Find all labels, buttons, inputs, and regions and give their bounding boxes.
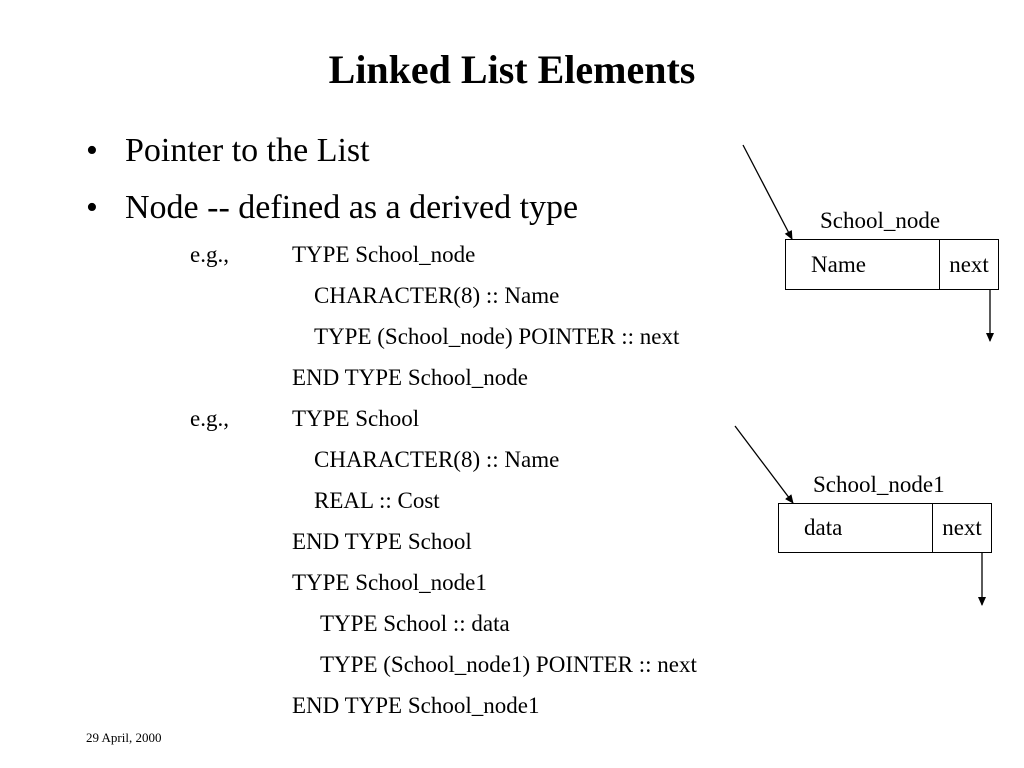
node-box: data next	[778, 503, 992, 553]
bullet-text: Pointer to the List	[125, 132, 370, 169]
bullet-icon: •	[86, 189, 98, 226]
list-pointer-arrow	[734, 425, 794, 504]
bullet-text: Node -- defined as a derived type	[125, 189, 579, 226]
node-pointer-field: next	[942, 515, 982, 540]
code-line: TYPE School_node	[292, 242, 476, 267]
code-line: END TYPE School_node1	[292, 693, 540, 718]
example-label: e.g.,	[190, 242, 229, 267]
node-box: Name next	[785, 239, 999, 290]
code-line: END TYPE School	[292, 529, 472, 554]
list-pointer-arrow	[742, 144, 793, 240]
node-pointer-field: next	[949, 252, 989, 277]
code-line: REAL :: Cost	[314, 488, 440, 513]
example-label: e.g.,	[190, 406, 229, 431]
code-line: TYPE School	[292, 406, 420, 431]
bullet-icon: •	[86, 132, 98, 169]
code-line: END TYPE School_node	[292, 365, 528, 390]
code-line: CHARACTER(8) :: Name	[314, 283, 560, 308]
footer-date: 29 April, 2000	[86, 730, 162, 745]
bullet-item: • Node -- defined as a derived type	[86, 188, 578, 228]
code-line: TYPE (School_node1) POINTER :: next	[320, 652, 697, 677]
node-data-field: Name	[786, 240, 940, 289]
bullet-item: • Pointer to the List	[86, 131, 370, 171]
slide-title: Linked List Elements	[328, 47, 696, 92]
node-label: School_node1	[813, 472, 945, 497]
node-data-field: data	[779, 504, 933, 552]
code-line: TYPE School :: data	[320, 611, 510, 636]
node-label: School_node	[820, 208, 941, 233]
code-line: CHARACTER(8) :: Name	[314, 447, 560, 472]
code-line: TYPE (School_node) POINTER :: next	[314, 324, 680, 349]
code-line: TYPE School_node1	[292, 570, 487, 595]
